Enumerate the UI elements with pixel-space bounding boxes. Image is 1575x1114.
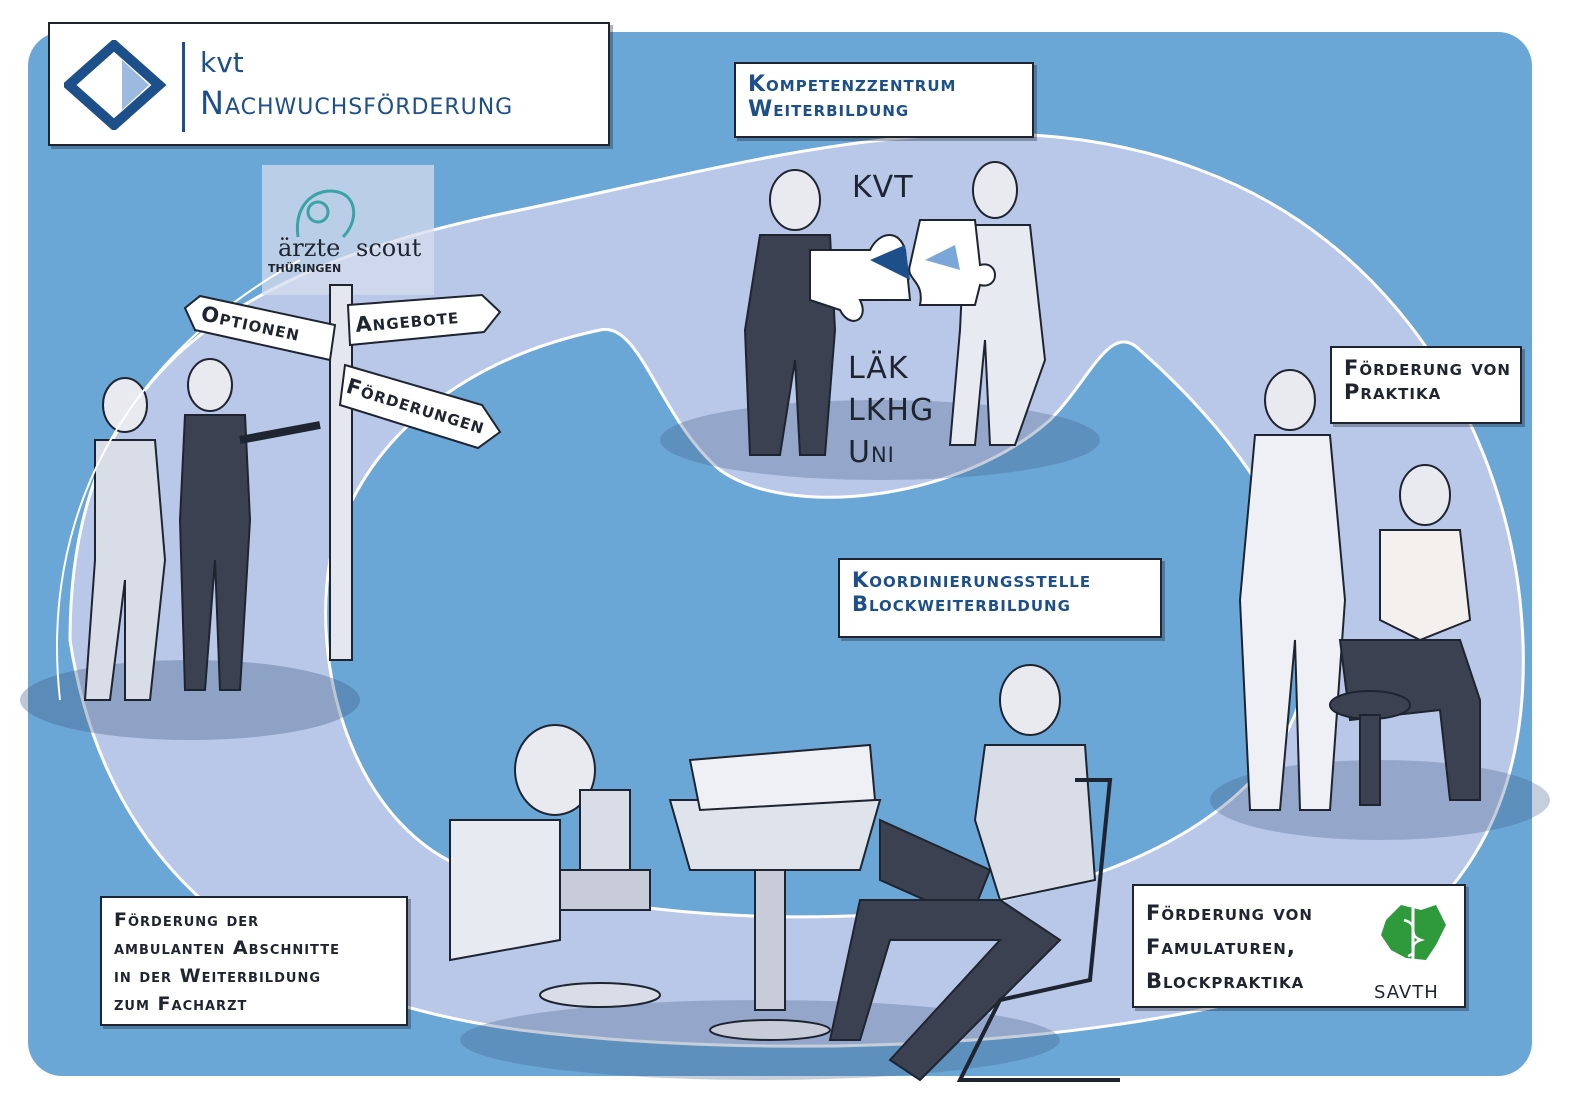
aerztescout-logo: ärzte scout THÜRINGEN [268, 182, 433, 282]
coordination-line1: Koordinierungsstelle [852, 568, 1092, 592]
clerkships-line2: Famulaturen, [1146, 935, 1296, 959]
scout-region: THÜRINGEN [268, 262, 342, 275]
coordination-line2: Blockweiterbildung [852, 592, 1071, 616]
partner-kvt: KVT [852, 170, 914, 205]
figures-study [449, 664, 1120, 1082]
coordination-box: Koordinierungsstelle Blockweiterbildung [838, 558, 1162, 638]
brand-box: kvt Nachwuchsförderung [48, 22, 610, 146]
competence-center-line1: Kompetenzzentrum [748, 72, 957, 97]
outpatient-line3: in der Weiterbildung [114, 965, 321, 987]
scout-brand-word2: scout [356, 234, 422, 262]
figures-puzzle [743, 161, 1047, 456]
outpatient-line2: ambulanten Abschnitte [114, 937, 340, 959]
savth-emblem-icon [1381, 905, 1446, 960]
clerkships-box: Förderung von Famulaturen, Blockpraktika… [1132, 884, 1466, 1008]
outpatient-line4: zum Facharzt [114, 993, 248, 1015]
clerkships-line3: Blockpraktika [1146, 969, 1305, 993]
internships-line2: Praktika [1344, 380, 1442, 404]
competence-center-line2: Weiterbildung [748, 97, 910, 122]
figures-advisors [83, 358, 321, 701]
signpost-pole [329, 284, 353, 661]
partner-uni: Uni [848, 435, 895, 470]
scout-brand-word1: ärzte [278, 234, 341, 262]
internships-box: Förderung von Praktika [1330, 346, 1522, 424]
outpatient-box: Förderung der ambulanten Abschnitte in d… [100, 896, 408, 1026]
figures-examination [1238, 369, 1481, 811]
partner-lkhg: LKHG [848, 393, 935, 428]
savth-label: SAVTH [1374, 982, 1439, 1003]
kvt-logo-icon [64, 40, 167, 130]
internships-line1: Förderung von [1344, 356, 1511, 380]
competence-center-box: Kompetenzzentrum Weiterbildung [734, 62, 1034, 138]
stethoscope-icon [295, 189, 356, 239]
brand-divider [182, 42, 185, 132]
partner-laek: LÄK [848, 351, 909, 386]
clerkships-line1: Förderung von [1146, 901, 1313, 925]
brand-logo-text: kvt [200, 46, 244, 79]
partner-list: LÄK LKHG Uni [848, 348, 934, 474]
outpatient-line1: Förderung der [114, 909, 260, 931]
brand-title: Nachwuchsförderung [200, 84, 514, 122]
